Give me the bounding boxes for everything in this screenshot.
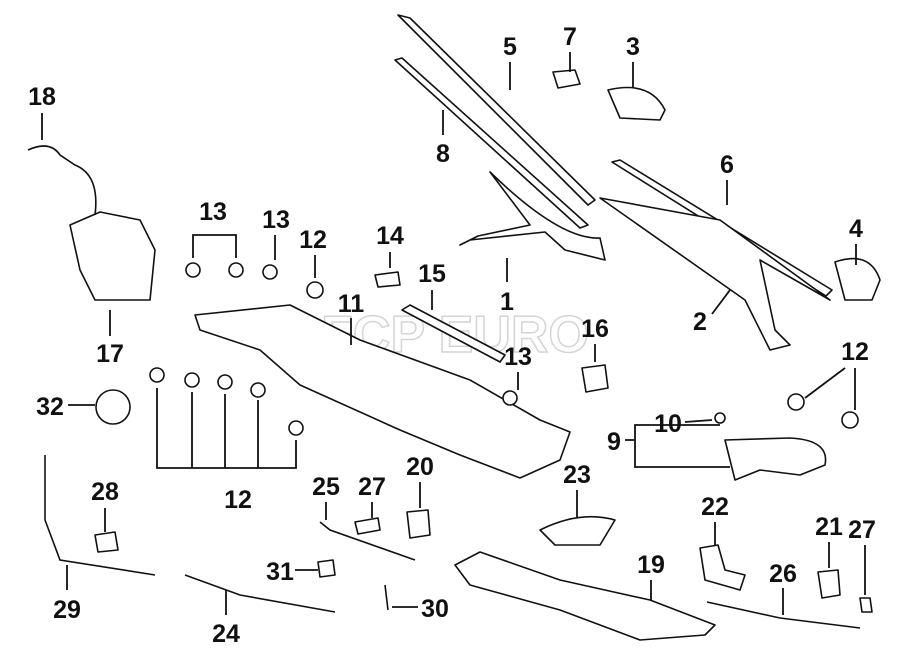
linkage-11 [194, 304, 571, 479]
callout-26: 26 [769, 560, 797, 588]
callout-24: 24 [212, 620, 240, 648]
connector-21 [817, 569, 841, 599]
reservoir-17 [69, 211, 156, 301]
callout-20: 20 [406, 453, 434, 481]
callout-2: 2 [693, 308, 707, 336]
pin-30 [384, 584, 389, 611]
bracket-23 [539, 515, 616, 546]
callout-14: 14 [376, 222, 404, 250]
clip-27b [859, 597, 873, 613]
callout-11: 11 [338, 290, 365, 318]
callout-13a: 13 [199, 198, 227, 226]
hose-24 [184, 574, 336, 613]
callout-7: 7 [563, 23, 577, 51]
leader-lines [41, 52, 866, 615]
callout-22: 22 [701, 493, 729, 521]
callout-19: 19 [637, 551, 665, 579]
callout-1: 1 [500, 288, 514, 316]
callout-17: 17 [96, 340, 124, 368]
connector-16 [581, 364, 609, 393]
filler-neck-18 [27, 145, 97, 216]
callout-9: 9 [607, 428, 621, 456]
cover-3 [607, 86, 666, 121]
callout-8: 8 [436, 140, 450, 168]
wiper-arm-1 [459, 171, 606, 261]
motor-9 [724, 437, 827, 481]
callout-13b: 13 [262, 206, 290, 234]
pump-22 [699, 544, 746, 591]
callout-6: 6 [720, 151, 734, 179]
callout-5: 5 [503, 33, 517, 61]
wiper-blade-5 [394, 14, 596, 229]
callout-12b: 12 [841, 338, 869, 366]
wiper-arm-2 [599, 197, 831, 351]
callout-15: 15 [418, 260, 446, 288]
plug-32 [95, 389, 131, 425]
callout-25: 25 [312, 473, 340, 501]
callout-3: 3 [626, 33, 640, 61]
nozzle-hose-29 [44, 455, 156, 576]
callout-27a: 27 [358, 473, 386, 501]
callout-12a: 12 [299, 226, 327, 254]
callout-13c: 13 [504, 343, 532, 371]
callout-21: 21 [815, 513, 843, 541]
callout-27b: 27 [848, 516, 876, 544]
callout-31: 31 [266, 558, 294, 586]
callout-10: 10 [654, 410, 682, 438]
callout-4: 4 [849, 215, 863, 243]
callout-30: 30 [421, 595, 449, 623]
callout-29: 29 [53, 596, 81, 624]
hose-25 [319, 521, 416, 561]
cover-4 [834, 257, 881, 301]
callout-18: 18 [28, 83, 56, 111]
grommets-12-13 [149, 262, 859, 436]
clip-14 [374, 271, 401, 288]
callout-23: 23 [563, 461, 591, 489]
clip-28 [94, 531, 119, 553]
bracket-19 [454, 551, 716, 641]
callout-16: 16 [581, 315, 609, 343]
connector-20 [406, 509, 431, 539]
callout-28: 28 [91, 478, 119, 506]
clip-31 [317, 559, 336, 578]
cap-7 [552, 69, 581, 89]
hose-26 [706, 601, 861, 629]
callout-32: 32 [36, 393, 64, 421]
connector-27 [354, 517, 381, 535]
callout-12c: 12 [224, 486, 252, 514]
strut-15 [401, 304, 506, 363]
